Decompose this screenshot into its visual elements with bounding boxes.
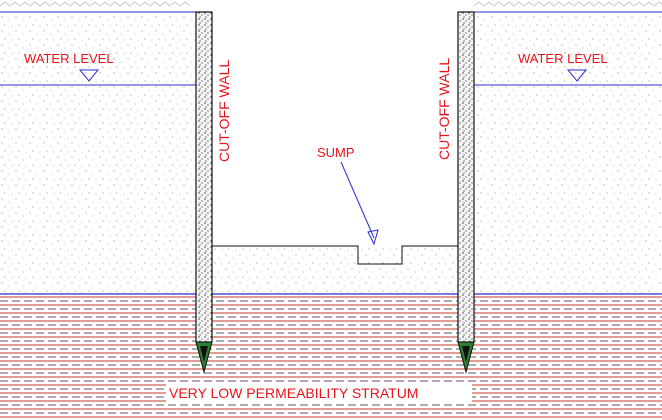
sump-label: SUMP xyxy=(317,145,355,160)
cutoff-wall-label-left: CUT-OFF WALL xyxy=(216,60,232,162)
stratum-label-background xyxy=(166,383,472,402)
stratum-label: VERY LOW PERMEABILITY STRATUM xyxy=(169,385,418,401)
cutoff-wall-left xyxy=(195,11,213,374)
soil-left xyxy=(0,12,196,294)
ground-surface-hatching xyxy=(0,1,662,7)
soil-excavation-base xyxy=(212,246,458,294)
cutoff-wall-right xyxy=(457,11,475,374)
cutoff-wall-label-right: CUT-OFF WALL xyxy=(436,58,452,160)
water-level-label-right: WATER LEVEL xyxy=(518,51,608,66)
sump-leader-arrow xyxy=(340,161,379,246)
excavation-base-with-sump xyxy=(212,245,458,265)
water-level-label-left: WATER LEVEL xyxy=(24,51,114,66)
water-level-symbol-left xyxy=(78,69,100,82)
soil-right xyxy=(474,12,662,294)
water-level-symbol-right xyxy=(566,69,588,82)
